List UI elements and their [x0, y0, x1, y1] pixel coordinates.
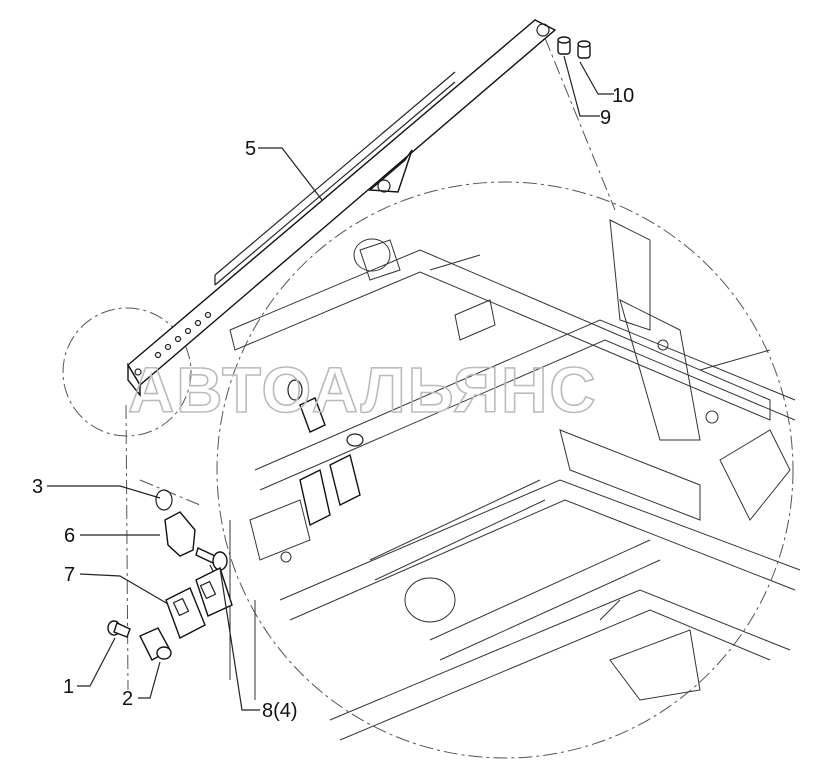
callout-8: 8(4)	[262, 700, 298, 722]
callout-7: 7	[64, 564, 75, 586]
leader-lines	[47, 55, 614, 711]
callout-9: 9	[600, 107, 611, 129]
part-8-pins	[195, 547, 228, 586]
machine-frame-assembly	[229, 219, 801, 741]
part-2-nut	[139, 627, 172, 661]
part-7-plates	[165, 567, 233, 639]
callout-3: 3	[32, 476, 43, 498]
callout-1: 1	[63, 676, 74, 698]
callout-10: 10	[612, 85, 634, 107]
part-9-10-bushings	[557, 36, 591, 59]
part-1-bolt	[107, 620, 131, 638]
part-6-bracket	[164, 511, 196, 557]
inner-hardware-group	[287, 379, 364, 527]
watermark: АВТОАЛЬЯНС	[128, 354, 598, 426]
part-3-ring	[155, 489, 173, 511]
detail-circle-small	[62, 307, 192, 437]
callout-2: 2	[122, 688, 133, 710]
callout-6: 6	[64, 525, 75, 547]
detail-circle-large	[216, 181, 794, 759]
callout-5: 5	[245, 138, 256, 160]
part-5-bar	[127, 19, 557, 397]
